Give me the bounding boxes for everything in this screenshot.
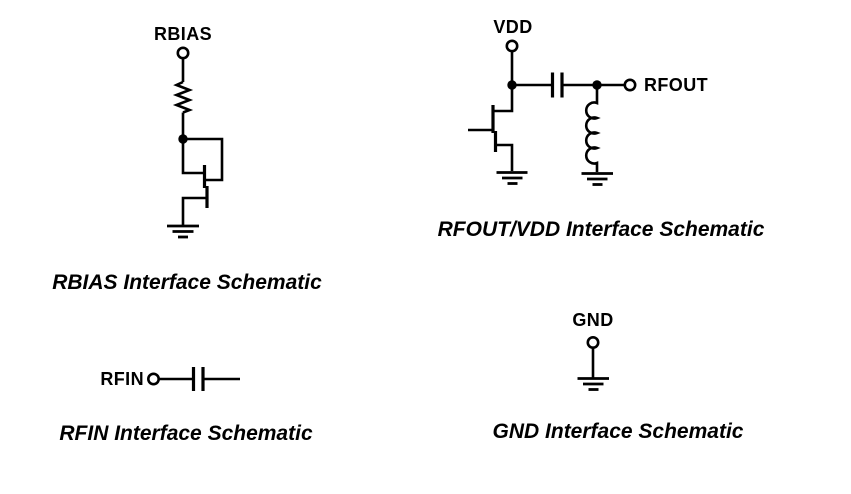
rfout-pin-terminal-icon <box>623 78 637 92</box>
rfout-nfet-icon <box>468 85 514 171</box>
rfout-inductor-icon <box>584 89 601 172</box>
rfout-capacitor-icon <box>550 72 564 98</box>
vdd-pin-terminal-icon <box>505 39 519 85</box>
rfout-vdd-caption: RFOUT/VDD Interface Schematic <box>437 218 765 241</box>
rfin-pin-label: RFIN <box>100 369 144 389</box>
rfout-vdd-circuit-drawing <box>468 39 637 186</box>
rfin-capacitor-icon <box>191 367 205 391</box>
rbias-pin-label: RBIAS <box>153 24 213 44</box>
gnd-pin-terminal-icon <box>586 335 600 349</box>
gnd-pin-label: GND <box>572 310 614 330</box>
gnd-ground-icon <box>577 377 609 391</box>
vdd-pin-label: VDD <box>493 17 533 37</box>
rfin-pin-terminal-icon <box>147 372 161 386</box>
rfin-circuit-drawing <box>147 367 240 391</box>
rbias-nfet-icon <box>181 137 224 225</box>
rbias-caption: RBIAS Interface Schematic <box>52 271 322 294</box>
rfout-pin-label: RFOUT <box>644 75 708 95</box>
rfout-nfet-ground-icon <box>496 171 528 185</box>
gnd-caption: GND Interface Schematic <box>492 420 744 443</box>
rfout-inductor-ground-icon <box>581 172 613 186</box>
gnd-circuit-drawing <box>577 335 609 391</box>
rbias-ground-icon <box>167 224 199 239</box>
rfin-caption: RFIN Interface Schematic <box>59 422 313 445</box>
rbias-pin-terminal-icon <box>176 46 190 82</box>
rbias-resistor-icon <box>172 80 194 114</box>
rbias-circuit-drawing <box>167 46 224 239</box>
